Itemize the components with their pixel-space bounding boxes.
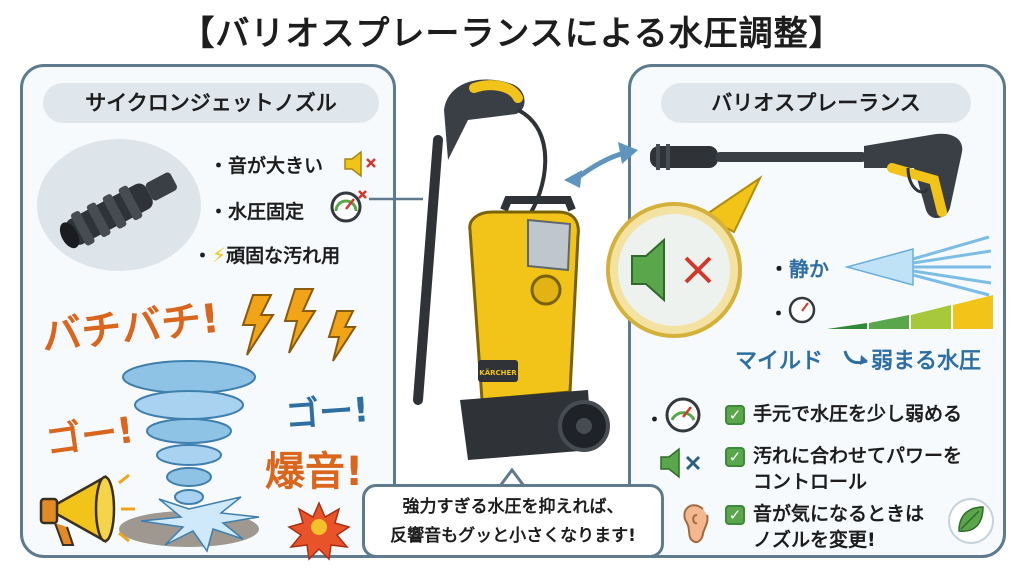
page-title: 【バリオスプレーランスによる水圧調整】 [180,14,844,54]
callout-pointer [498,467,526,487]
speaker-loud-icon [344,150,376,178]
pressure-washer-image: KÄRCHER [413,79,610,460]
vario-spray-lance-image [650,133,963,219]
explosion-text: 爆音! [265,449,364,495]
cyclone-nozzle-image [37,139,201,271]
checkbox-icon: ✓ [725,446,745,467]
bullet-gauge: ・ [769,303,789,325]
checkbox-icon: ✓ [725,504,745,525]
bullet-stubborn-dirt: ・⚡頑固な汚れ用 [193,243,341,267]
pressure-gauge-icon [330,190,367,223]
lightning-bolts-icon [241,288,357,362]
pressure-ramp-bar [827,295,993,329]
checkbox-icon: ✓ [725,404,745,425]
double-arrow-icon [564,142,638,188]
summary-callout: 強力すぎる水圧を抑えれば、 反響音もグッと小さくなります! [362,484,664,558]
weak-pressure-label: 弱まる水圧 [871,349,982,374]
lightning-icon: ⚡ [212,243,227,267]
check-item-3: ✓音が気になるときは ノズルを変更! [725,501,924,553]
pressure-gauge-small-icon [788,296,816,324]
check-item-2: ✓汚れに合わせてパワーを コントロール [725,443,962,495]
callout-line-1: 強力すぎる水圧を抑えれば、 [402,497,624,517]
mild-label: マイルド [735,349,824,374]
roar-text-right: ゴー! [283,390,371,436]
cyclone-nozzle-header: サイクロンジェットノズル [43,83,379,123]
megaphone-icon [39,473,135,546]
quiet-speech-bubble [606,175,763,338]
speaker-muted-icon [660,447,701,479]
burst-icon [287,501,351,561]
bullet-quiet: ・静か [769,257,829,281]
water-spray-image [844,235,992,297]
water-tornado-image [119,360,260,553]
bullet-loud: ・音が大きい [209,155,324,177]
curved-arrow-icon [843,350,868,365]
cyclone-nozzle-panel: サイクロンジェットノズル ・音が大きい ・水圧固定 ・⚡頑固な汚れ用 バチバチ! [20,64,423,561]
callout-line-2: 反響音もグッと小さくなります! [390,526,636,546]
ear-icon [683,504,709,543]
check-row-1-bullet: ・ [645,409,665,431]
vario-lance-header: バリオスプレーランス [661,83,971,123]
connector-line [369,197,423,201]
crackle-text: バチバチ! [39,295,222,361]
check-item-1: ✓手元で水圧を少し弱める [725,401,962,427]
pressure-gauge-icon-2 [665,397,701,433]
leaf-icon [948,498,994,544]
brand-label: KÄRCHER [479,368,517,377]
bullet-fixed-pressure: ・水圧固定 [209,201,305,223]
